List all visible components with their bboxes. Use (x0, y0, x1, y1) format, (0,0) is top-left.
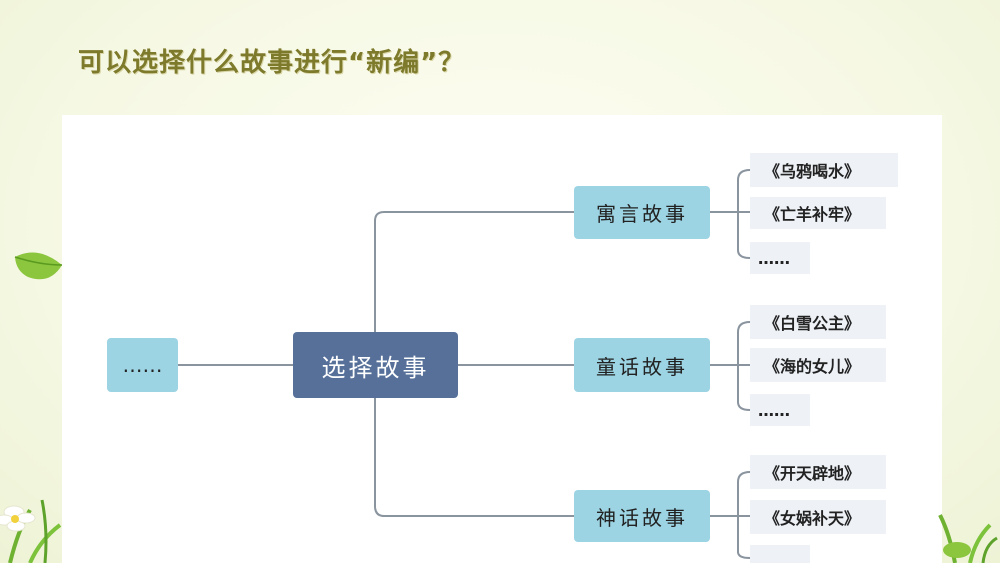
leaf-item: …… (750, 394, 810, 426)
leaf-item: …… (750, 242, 810, 274)
leaf-item: 《亡羊补牢》 (750, 197, 886, 229)
category-node-myth: 神话故事 (574, 490, 710, 542)
leaf-item: 《女娲补天》 (750, 500, 886, 534)
leaf-item: 《开天辟地》 (750, 455, 886, 489)
leaf-item: 《白雪公主》 (750, 305, 886, 339)
leaf-item: 《海的女儿》 (750, 348, 886, 382)
grass-decoration-icon (938, 514, 998, 563)
root-node: 选择故事 (293, 332, 458, 398)
page-title: 可以选择什么故事进行“新编”？ (78, 48, 466, 78)
leaf-item (750, 545, 810, 563)
left-node: …… (107, 338, 178, 392)
category-node-fairy-tale: 童话故事 (574, 338, 710, 392)
leaf-decoration-icon (14, 252, 63, 280)
category-node-fable: 寓言故事 (574, 186, 710, 239)
flower-decoration-icon (0, 499, 62, 563)
leaf-item: 《乌鸦喝水》 (750, 153, 898, 187)
